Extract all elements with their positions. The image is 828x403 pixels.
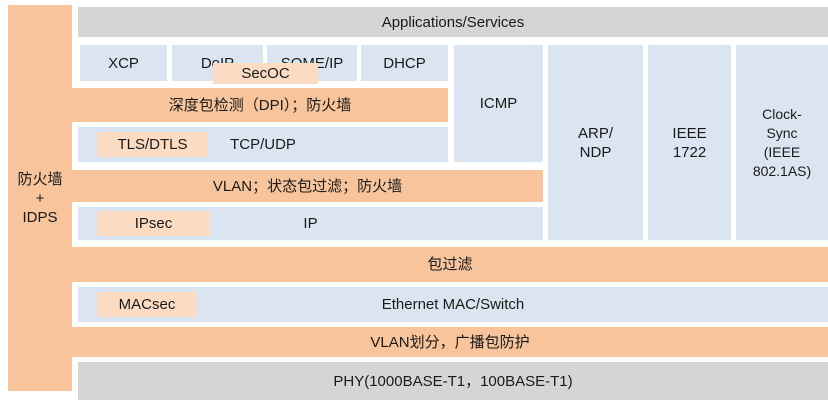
packet-filter-row: 包过滤 — [72, 247, 828, 282]
phy-row: PHY(1000BASE-T1，100BASE-T1) — [78, 362, 828, 400]
xcp-box: XCP — [80, 45, 167, 81]
arp-ndp-column: ARP/ NDP — [548, 45, 643, 240]
macsec-highlight: MACsec — [97, 292, 197, 317]
icmp-column: ICMP — [454, 45, 543, 162]
firewall-idps-sidebar: 防火墙 + IDPS — [8, 5, 72, 391]
ipsec-highlight: IPsec — [97, 211, 210, 236]
dpi-firewall-row: 深度包检测（DPI）；防火墙 — [72, 88, 448, 122]
applications-services-bar: Applications/Services — [78, 7, 828, 37]
tls-dtls-highlight: TLS/DTLS — [97, 132, 208, 157]
dhcp-box: DHCP — [361, 45, 448, 81]
vlan-stateful-filter-firewall-row: VLAN；状态包过滤；防火墙 — [72, 170, 543, 202]
secoc-overlay: SecOC — [213, 63, 318, 84]
ieee-1722-column: IEEE 1722 — [648, 45, 731, 240]
vlan-partition-broadcast-protection-row: VLAN划分，广播包防护 — [72, 327, 828, 357]
clock-sync-column: Clock- Sync (IEEE 802.1AS) — [736, 45, 828, 240]
ethernet-mac-switch-row: Ethernet MAC/Switch — [78, 287, 828, 322]
